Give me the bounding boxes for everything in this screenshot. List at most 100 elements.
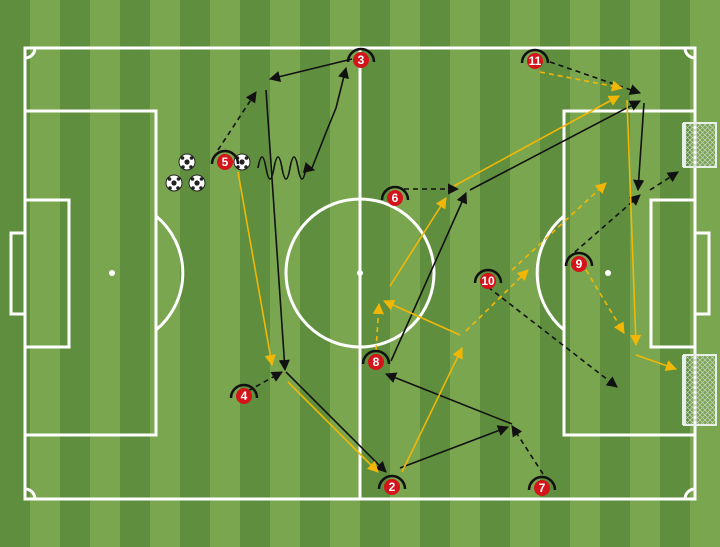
pass-arrow: [237, 171, 276, 367]
mini-goal-top: [682, 122, 717, 168]
right-goal: [693, 231, 711, 316]
pass-arrow: [469, 100, 641, 191]
run-arrow: [585, 269, 625, 334]
player-arc-icon: [361, 349, 391, 365]
players: 2 3 4 5 6 7 8 9 10 11: [210, 47, 594, 496]
pitch-stripe: [660, 0, 690, 547]
player-6[interactable]: 6: [380, 185, 410, 206]
player-arc-icon: [520, 48, 550, 64]
player-2[interactable]: 2: [377, 474, 407, 495]
run-arrow: [487, 286, 618, 388]
pass-arrow: [453, 95, 620, 187]
player-marker: [217, 154, 233, 170]
player-number: 10: [481, 274, 495, 288]
pass-arrow: [285, 371, 387, 473]
left-goal: [9, 231, 27, 316]
corner-arc: [24, 47, 37, 60]
player-arc-icon: [346, 47, 376, 63]
player-marker: [527, 53, 543, 69]
yellow-passes: [237, 95, 678, 473]
player-marker: [571, 256, 587, 272]
pitch-stripe: [30, 0, 60, 547]
pitch-stripe: [600, 0, 630, 547]
football-icon: [188, 174, 206, 192]
player-arc-icon: [229, 383, 259, 399]
run-arrow: [567, 194, 641, 259]
corner-arc: [683, 47, 696, 60]
pass-arrow: [401, 346, 463, 473]
pass-arrow: [382, 300, 461, 336]
player-number: 9: [576, 257, 583, 271]
pitch-stripe: [60, 0, 90, 547]
balls: [165, 153, 251, 192]
pitch-stripe: [120, 0, 150, 547]
pass-arrow: [268, 58, 353, 83]
corner-arc: [24, 487, 37, 500]
player-9[interactable]: 9: [564, 251, 594, 272]
pitch-stripe: [360, 0, 390, 547]
pitch-stripe: [570, 0, 600, 547]
left-penalty-arc: [155, 214, 185, 332]
player-number: 6: [392, 191, 399, 205]
pass-arrow: [287, 381, 379, 473]
player-marker: [534, 480, 550, 496]
run-arrow: [372, 302, 384, 351]
black-runs: [217, 61, 679, 475]
player-number: 2: [389, 480, 396, 494]
player-arc-icon: [380, 185, 410, 201]
left-penalty-spot: [109, 270, 115, 276]
player-4[interactable]: 4: [229, 383, 259, 404]
run-arrow: [649, 171, 679, 191]
pass-arrow: [635, 354, 678, 371]
player-number: 11: [529, 54, 542, 68]
run-arrow: [311, 66, 349, 169]
player-3[interactable]: 3: [346, 47, 376, 68]
player-marker: [387, 190, 403, 206]
player-number: 8: [373, 355, 380, 369]
run-arrow: [217, 91, 257, 151]
mini-goal-bottom: [682, 354, 717, 426]
right-penalty-spot: [605, 270, 611, 276]
player-marker: [353, 52, 369, 68]
player-number: 7: [539, 481, 546, 495]
football-icon: [165, 174, 183, 192]
player-number: 5: [222, 155, 229, 169]
pass-arrow: [390, 191, 468, 362]
player-arc-icon: [473, 268, 503, 284]
player-8[interactable]: 8: [361, 349, 391, 370]
run-arrow: [465, 269, 529, 332]
pass-arrow: [384, 372, 513, 425]
pass-arrow: [633, 102, 645, 192]
run-arrow: [549, 61, 642, 96]
pitch-stripe: [300, 0, 330, 547]
run-arrow: [539, 71, 624, 92]
player-7[interactable]: 7: [527, 475, 557, 496]
yellow-runs: [372, 71, 625, 351]
pitch-stripe: [330, 0, 360, 547]
pitch-stripe: [390, 0, 420, 547]
player-number: 4: [241, 389, 248, 403]
player-marker: [236, 388, 252, 404]
player-arc-icon: [377, 474, 407, 490]
football-icon: [178, 153, 196, 171]
center-circle: [284, 197, 436, 349]
center-spot: [357, 270, 363, 276]
pitch-stripe: [630, 0, 660, 547]
player-arc-icon: [564, 251, 594, 267]
player-number: 3: [358, 53, 365, 67]
run-arrow: [511, 425, 544, 475]
player-5[interactable]: 5: [210, 149, 240, 170]
player-arc-icon: [210, 149, 240, 165]
pitch-stripe: [210, 0, 240, 547]
player-10[interactable]: 10: [473, 268, 503, 289]
run-arrow: [511, 182, 607, 271]
pitch-stripe: [240, 0, 270, 547]
dribble-arrow: [257, 156, 316, 180]
pitch-stripe: [90, 0, 120, 547]
pass-arrow: [389, 197, 447, 287]
pitch-stripe: [450, 0, 480, 547]
player-11[interactable]: 11: [520, 48, 550, 69]
player-marker: [368, 354, 384, 370]
